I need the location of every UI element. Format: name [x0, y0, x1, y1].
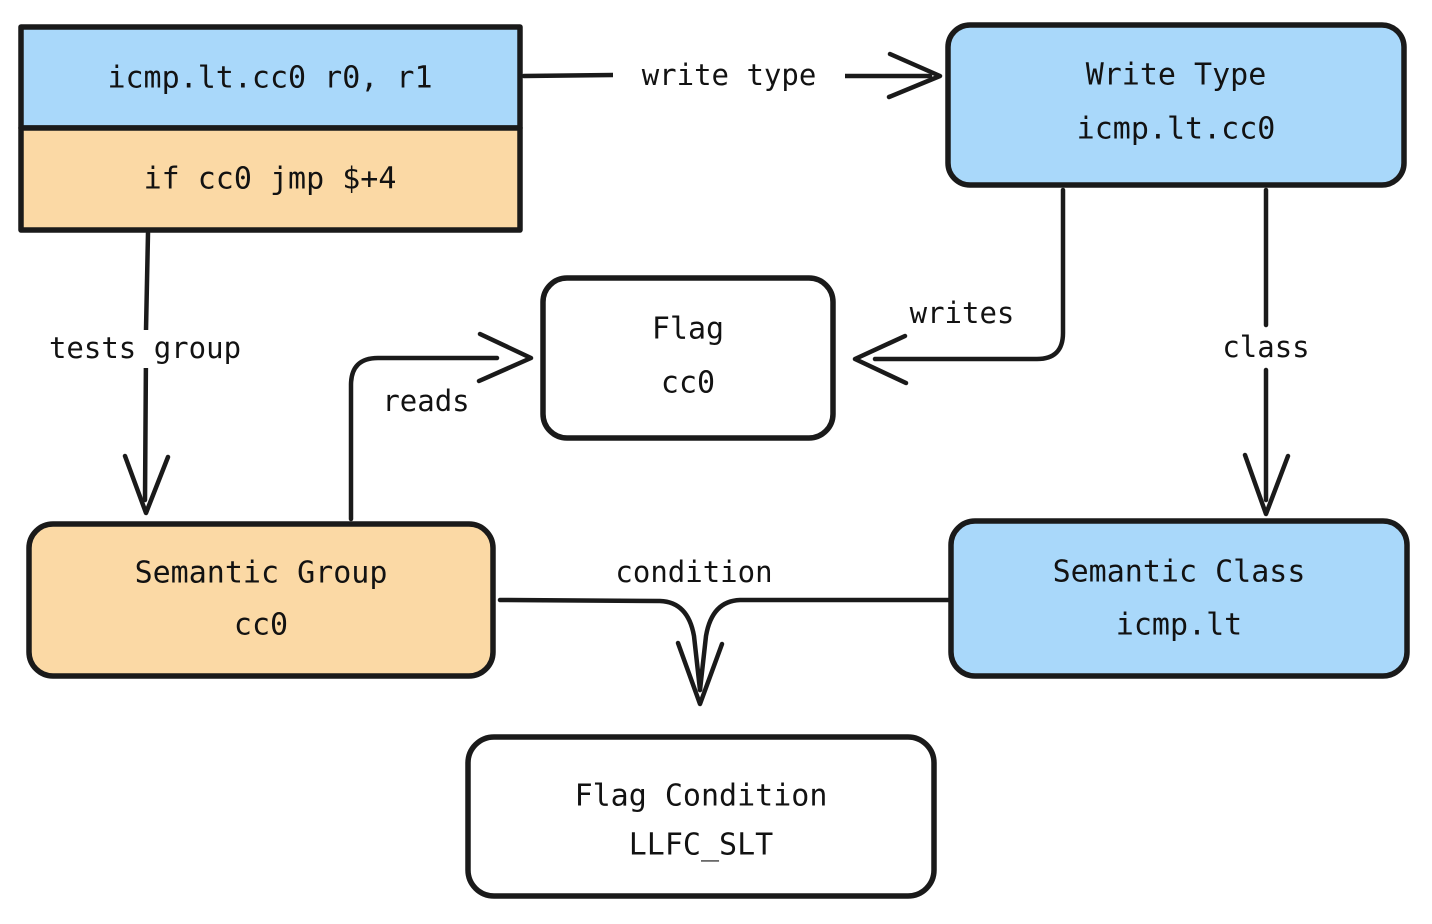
write-type-title: Write Type [1086, 58, 1267, 93]
flag-title: Flag [652, 312, 724, 347]
edge-label-write-type: write type [642, 58, 817, 92]
flag-box[interactable] [540, 275, 836, 441]
semantic-class-subtitle: icmp.lt [1116, 608, 1242, 643]
write-type-box[interactable] [945, 22, 1407, 188]
edge-class [1242, 187, 1291, 517]
edge-label-class: class [1222, 330, 1309, 364]
flag-condition-box[interactable] [465, 734, 937, 899]
edge-label-condition-group: condition [615, 555, 772, 589]
semantic-class-node[interactable]: Semantic Class icmp.lt [948, 518, 1410, 679]
instruction-branch-row[interactable] [18, 125, 523, 233]
edge-label-tests-group: tests group [49, 331, 241, 365]
flag-condition-node[interactable]: Flag Condition LLFC_SLT [465, 734, 937, 899]
edge-label-write-type-group: write type [613, 57, 845, 95]
edge-label-reads-group: reads [382, 384, 469, 418]
semantic-group-node[interactable]: Semantic Group cc0 [26, 521, 496, 679]
semantic-group-subtitle: cc0 [234, 608, 288, 643]
edge-label-write-type-bg [613, 57, 845, 95]
edge-label-class-group: class [1195, 329, 1337, 367]
edge-writes [852, 187, 1066, 386]
edge-label-class-bg [1195, 329, 1337, 367]
edge-label-condition: condition [615, 555, 772, 589]
semantic-group-title: Semantic Group [135, 556, 388, 591]
write-type-subtitle: icmp.lt.cc0 [1077, 112, 1276, 147]
instruction-branch-label: if cc0 jmp $+4 [144, 162, 397, 197]
edge-label-writes: writes [910, 296, 1015, 330]
edge-label-tests-group-bg [14, 330, 276, 368]
semantic-class-box[interactable] [948, 518, 1410, 679]
edge-label-tests-group-group: tests group [14, 330, 276, 368]
flag-condition-title: Flag Condition [575, 779, 828, 814]
edge-label-writes-group: writes [910, 296, 1015, 330]
instruction-box[interactable]: icmp.lt.cc0 r0, r1 if cc0 jmp $+4 [18, 24, 523, 233]
flag-condition-subtitle: LLFC_SLT [629, 828, 774, 863]
edge-tests-group [122, 230, 171, 516]
flag-node[interactable]: Flag cc0 [540, 275, 836, 441]
semantic-class-title: Semantic Class [1053, 555, 1306, 590]
instruction-compare-label: icmp.lt.cc0 r0, r1 [107, 61, 432, 96]
edge-write-type [521, 51, 943, 100]
semantic-group-box[interactable] [26, 521, 496, 679]
edge-reads [348, 331, 534, 522]
edge-condition [497, 597, 953, 707]
edge-label-reads: reads [382, 384, 469, 418]
flag-subtitle: cc0 [661, 366, 715, 401]
write-type-node[interactable]: Write Type icmp.lt.cc0 [945, 22, 1407, 188]
